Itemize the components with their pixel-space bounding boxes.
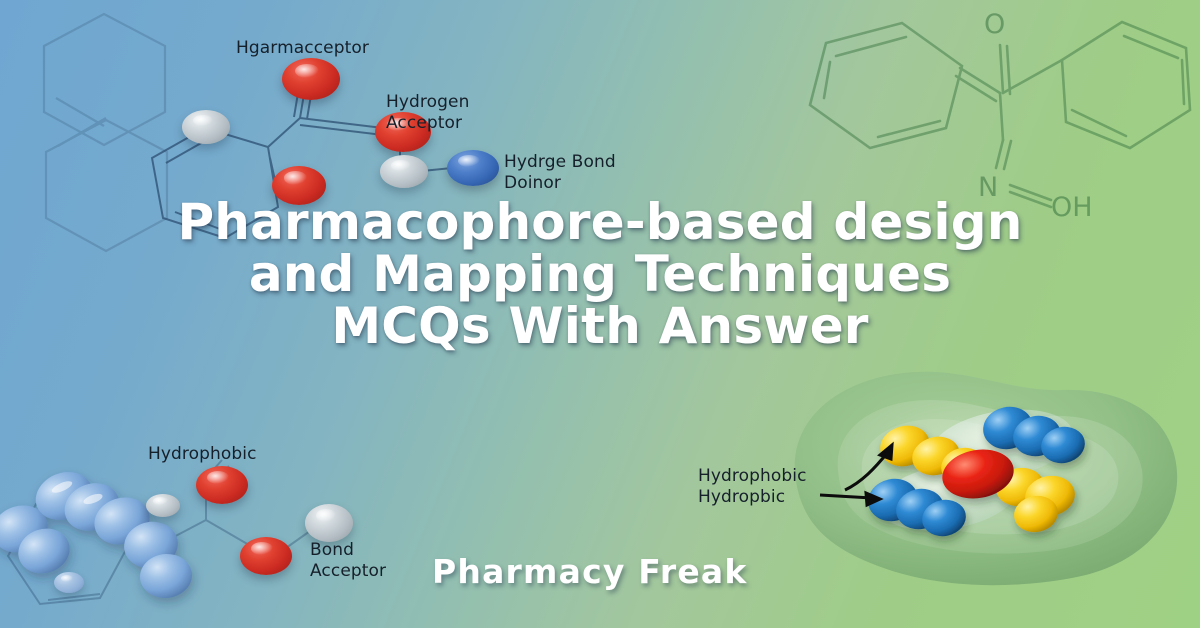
acceptor-sphere-lower — [240, 537, 292, 575]
label-bond-acceptor: Bond Acceptor — [310, 540, 387, 581]
small-chain-sphere — [54, 572, 84, 593]
acceptor-sphere-mid — [375, 112, 431, 152]
label-pocket-hydrophobic-1: Hydrophobic — [698, 466, 807, 486]
arrow-to-yellow-head — [877, 441, 894, 462]
brand-watermark: Pharmacy Freak — [432, 552, 748, 591]
acceptor-sphere-ring — [272, 166, 326, 205]
hydrophobic-sphere — [196, 466, 248, 504]
page-title-line-3: MCQs With Answer — [331, 297, 869, 355]
label-hydrophobic-left: Hydrophobic — [148, 444, 257, 464]
small-neutral-sphere — [146, 494, 180, 517]
label-hydrogen-acceptor: Hydrogen Acceptor — [386, 92, 470, 133]
label-hgarmacceptor: Hgarmacceptor — [236, 38, 369, 58]
neutral-sphere-ring — [182, 110, 230, 144]
atom-label-N: N — [978, 172, 998, 203]
donor-sphere — [447, 150, 499, 186]
page-title-line-1: Pharmacophore-based design — [177, 193, 1023, 251]
page-title-line-2: and Mapping Techniques — [248, 245, 952, 303]
atom-label-OH: OH — [1051, 192, 1093, 223]
label-pocket-hydrophobic-2: Hydropbic — [698, 487, 786, 507]
acceptor-partner-sphere — [305, 504, 353, 542]
atom-label-O: O — [984, 9, 1005, 40]
acceptor-sphere-top — [282, 58, 340, 100]
arrow-to-blue-line — [819, 493, 873, 500]
arrow-to-blue-head — [864, 490, 884, 508]
label-hydrogen-bond-donor: Hydrge Bond Doinor — [504, 152, 616, 193]
donor-hydrogen-sphere — [380, 155, 428, 188]
page-title: Pharmacophore-based design and Mapping T… — [0, 196, 1200, 352]
